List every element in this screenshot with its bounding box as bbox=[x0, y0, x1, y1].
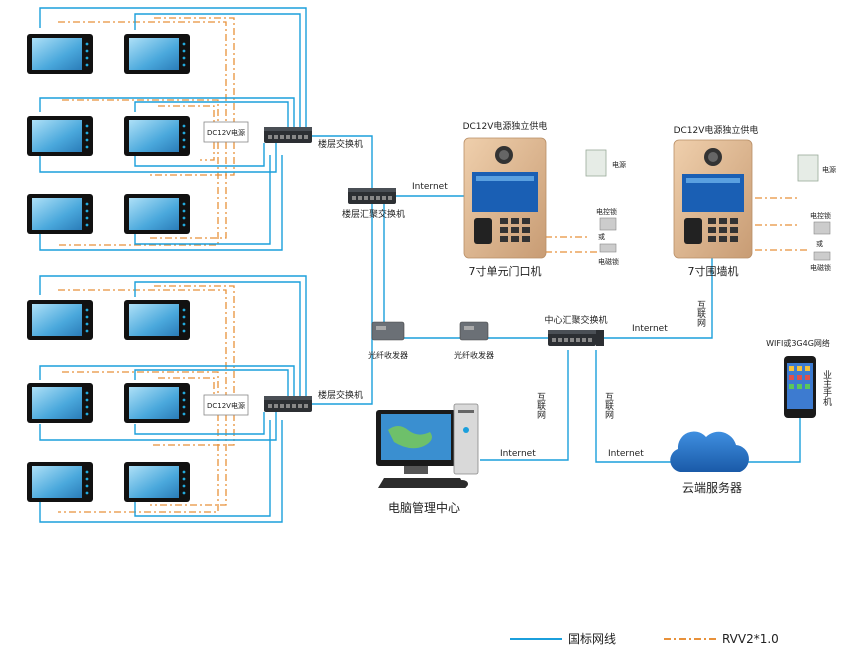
svg-text:国标网线: 国标网线 bbox=[568, 632, 616, 646]
svg-text:楼层汇聚交换机: 楼层汇聚交换机 bbox=[342, 208, 405, 220]
svg-text:DC12V电源: DC12V电源 bbox=[207, 128, 245, 137]
pc-management-center: 电脑管理中心 bbox=[376, 403, 479, 515]
svg-text:电源: 电源 bbox=[612, 160, 626, 169]
fiber-transceiver-2: 光纤收发器 bbox=[454, 321, 494, 360]
svg-text:或: 或 bbox=[816, 239, 823, 248]
svg-text:DC12V电源独立供电: DC12V电源独立供电 bbox=[674, 124, 759, 136]
fiber-transceiver-1: 光纤收发器 bbox=[368, 321, 408, 360]
svg-text:电磁锁: 电磁锁 bbox=[810, 263, 831, 272]
network-cables bbox=[39, 7, 801, 523]
net-label-wall: 互联网 bbox=[695, 300, 706, 328]
unit-door-station: DC12V电源独立供电 7寸单元门口机 bbox=[463, 120, 548, 278]
svg-text:DC12V电源: DC12V电源 bbox=[207, 401, 245, 410]
rvv-cables bbox=[58, 17, 810, 513]
svg-text:电磁锁: 电磁锁 bbox=[598, 257, 619, 266]
wall-station: DC12V电源独立供电 7寸围墙机 bbox=[674, 124, 759, 278]
internet-label-pc: Internet bbox=[500, 449, 536, 459]
floor-switch-bottom: 楼层交换机 bbox=[264, 389, 363, 412]
svg-text:电脑管理中心: 电脑管理中心 bbox=[388, 500, 460, 515]
net-label-cloud: 互联网 bbox=[603, 392, 614, 420]
internet-label-cloud: Internet bbox=[608, 449, 644, 459]
owner-phone: WIFI或3G4G网络 业主手机 bbox=[766, 338, 832, 418]
svg-text:电源: 电源 bbox=[822, 165, 836, 174]
internet-label-center: Internet bbox=[632, 324, 668, 334]
svg-text:DC12V电源独立供电: DC12V电源独立供电 bbox=[463, 120, 548, 132]
floor-switch-top: 楼层交换机 bbox=[264, 127, 363, 150]
dc12v-box-top: DC12V电源 bbox=[203, 121, 249, 143]
svg-text:楼层交换机: 楼层交换机 bbox=[318, 138, 363, 150]
floor-aggregation-switch: 楼层汇聚交换机 bbox=[342, 188, 405, 220]
cloud-server: 云端服务器 bbox=[670, 431, 749, 495]
svg-text:7寸单元门口机: 7寸单元门口机 bbox=[469, 264, 542, 278]
svg-text:电控锁: 电控锁 bbox=[596, 207, 617, 216]
svg-text:楼层交换机: 楼层交换机 bbox=[318, 389, 363, 401]
svg-text:光纤收发器: 光纤收发器 bbox=[454, 350, 494, 360]
svg-text:光纤收发器: 光纤收发器 bbox=[368, 350, 408, 360]
indoor-monitors-top bbox=[27, 34, 190, 234]
legend: 国标网线 RVV2*1.0 bbox=[510, 632, 779, 646]
internet-label-main: Internet bbox=[412, 182, 448, 192]
svg-text:电控锁: 电控锁 bbox=[810, 211, 831, 220]
net-label-pc: 互联网 bbox=[535, 392, 546, 420]
svg-text:云端服务器: 云端服务器 bbox=[682, 480, 742, 495]
center-aggregation-switch: 中心汇聚交换机 bbox=[544, 314, 608, 346]
svg-text:RVV2*1.0: RVV2*1.0 bbox=[722, 632, 779, 646]
svg-text:7寸围墙机: 7寸围墙机 bbox=[688, 264, 739, 278]
svg-text:业主手机: 业主手机 bbox=[821, 370, 832, 407]
svg-text:WIFI或3G4G网络: WIFI或3G4G网络 bbox=[766, 338, 830, 348]
indoor-monitors-bottom bbox=[27, 300, 190, 502]
dc12v-box-bottom: DC12V电源 bbox=[203, 394, 249, 416]
svg-text:中心汇聚交换机: 中心汇聚交换机 bbox=[544, 314, 607, 326]
door-2-accessories: 电源 电控锁 或 电磁锁 bbox=[797, 154, 836, 272]
svg-text:或: 或 bbox=[598, 232, 605, 241]
door-1-accessories: 电源 电控锁 或 电磁锁 bbox=[585, 149, 626, 266]
